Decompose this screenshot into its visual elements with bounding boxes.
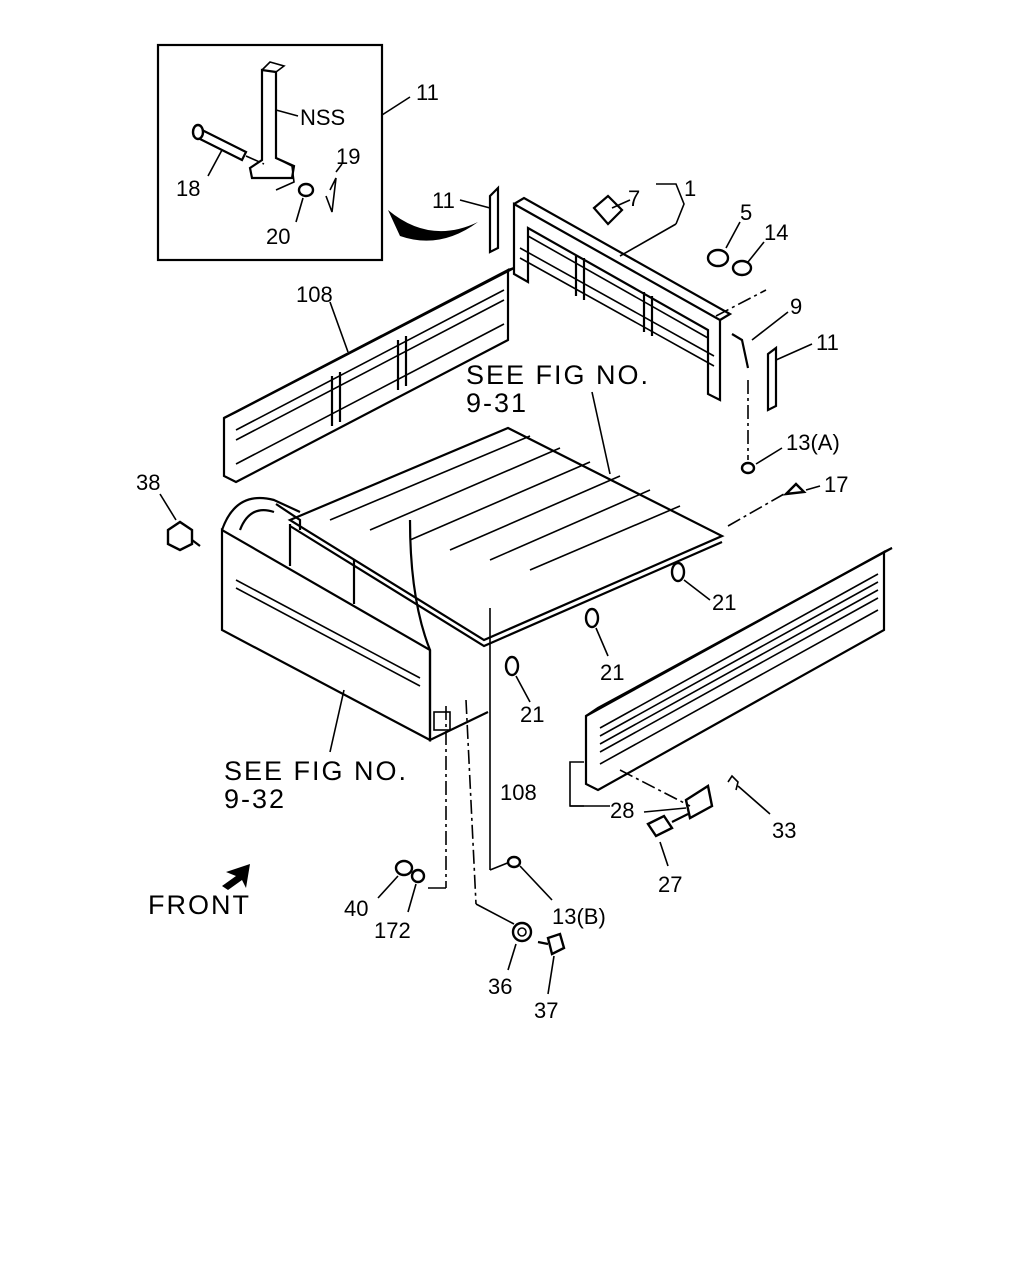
callout-7: 7 [628,186,640,211]
callout-11-right: 11 [816,330,839,355]
callout-37: 37 [534,998,558,1023]
ref-fig-931-line1: SEE FIG NO. [466,360,650,390]
callout-11-rear: 11 [432,188,455,213]
callout-14: 14 [764,220,788,245]
callout-27: 27 [658,872,682,897]
bolt-13a [740,461,756,475]
callout-28: 28 [610,798,634,823]
bolt-37 [546,932,566,956]
callout-5: 5 [740,200,752,225]
callout-18: 18 [176,176,200,201]
callout-20: 20 [266,224,290,249]
callout-38: 38 [136,470,160,495]
callout-13a: 13(A) [786,430,840,455]
curved-arrow [388,210,478,241]
latch-28 [684,784,714,820]
spring-33 [727,774,739,791]
stake-11-rear [488,185,500,254]
hinge-7 [592,194,624,226]
clip-17 [782,482,807,496]
callout-9: 9 [790,294,802,319]
bushing-36 [511,921,533,943]
bed-body [220,496,489,742]
washer-14 [731,259,753,277]
washer-172 [410,868,426,884]
ref-fig-932-line1: SEE FIG NO. [224,756,408,786]
callout-19: 19 [336,144,360,169]
front-arrow-icon [222,864,250,890]
callout-36: 36 [488,974,512,999]
pin-27 [646,814,674,838]
clip-19 [325,177,337,213]
callout-40: 40 [344,896,368,921]
lamp-38 [166,520,194,552]
bracket-21-b [584,607,600,629]
right-side-gate [584,547,893,792]
callout-108-right: 108 [500,780,537,805]
callout-17: 17 [824,472,848,497]
rear-gate [512,196,733,402]
bracket-21-a [670,561,686,583]
callout-172: 172 [374,918,411,943]
callout-13b: 13(B) [552,904,606,929]
callout-1: 1 [684,176,696,201]
callout-33: 33 [772,818,796,843]
bracket-21-c [504,655,520,677]
front-label: FRONT [148,890,251,920]
left-side-gate [222,266,515,484]
stake-11-right [766,345,778,412]
ref-fig-931-line2: 9-31 [466,388,528,418]
label-nss: NSS [300,105,345,130]
bolt-13b [506,855,522,869]
callout-11-inset: 11 [416,80,439,105]
hook-9 [731,333,750,369]
stake-bracket [248,68,296,180]
floor-frame [287,426,725,648]
callout-21-a: 21 [712,590,736,615]
ref-fig-932-line2: 9-32 [224,784,286,814]
inset-frame [156,43,384,262]
callout-21-c: 21 [520,702,544,727]
nut-40 [394,859,414,877]
callout-21-b: 21 [600,660,624,685]
callout-108-left: 108 [296,282,333,307]
washer-20 [297,182,315,198]
inset-detail: NSS 18 19 20 11 [156,43,439,262]
nut-5 [706,248,730,268]
